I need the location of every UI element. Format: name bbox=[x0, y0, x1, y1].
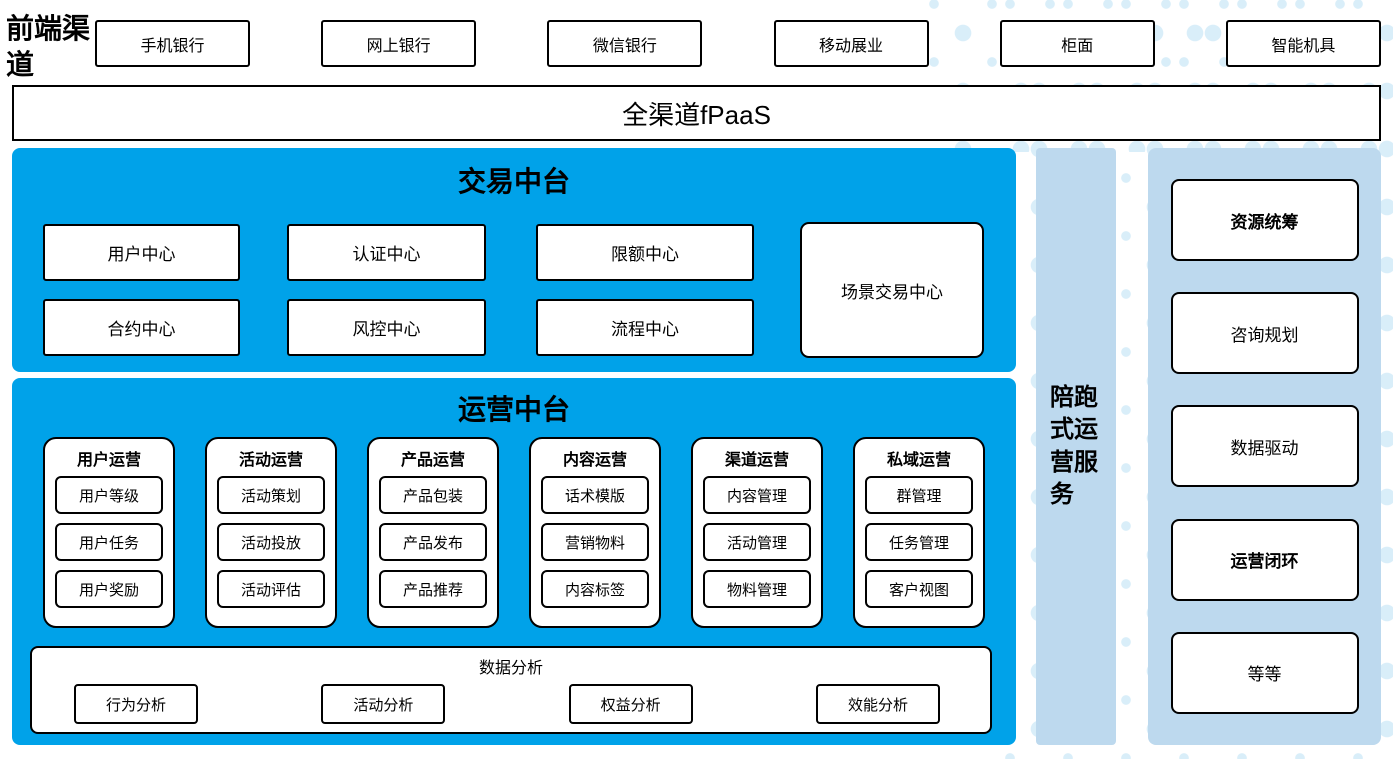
front-channels-row: 手机银行 网上银行 微信银行 移动展业 柜面 智能机具 bbox=[95, 20, 1381, 67]
op-column-header: 产品运营 bbox=[400, 452, 465, 469]
op-item-box: 物料管理 bbox=[703, 570, 811, 608]
op-item-box: 产品推荐 bbox=[379, 570, 487, 608]
channel-box-mobile-banking: 手机银行 bbox=[95, 20, 250, 67]
data-analysis-panel: 数据分析 行为分析 活动分析 权益分析 效能分析 bbox=[30, 646, 992, 734]
activity-analysis-box: 活动分析 bbox=[321, 684, 446, 724]
user-center-box: 用户中心 bbox=[43, 224, 240, 281]
op-item-box: 活动评估 bbox=[217, 570, 325, 608]
efficiency-analysis-box: 效能分析 bbox=[815, 684, 940, 724]
op-item-box: 内容管理 bbox=[703, 476, 811, 514]
op-column-header: 渠道运营 bbox=[724, 452, 789, 469]
transaction-platform-panel: 交易中台 用户中心 认证中心 限额中心 合约中心 风控中心 流程中心 场景交易中… bbox=[12, 148, 1016, 372]
limit-center-box: 限额中心 bbox=[536, 224, 754, 281]
channel-box-counter: 柜面 bbox=[999, 20, 1155, 67]
op-column-header: 内容运营 bbox=[562, 452, 627, 469]
op-item-box: 话术模版 bbox=[541, 476, 649, 514]
op-item-box: 内容标签 bbox=[541, 570, 649, 608]
op-item-box: 用户等级 bbox=[55, 476, 163, 514]
op-item-box: 活动管理 bbox=[703, 523, 811, 561]
op-column-channel: 渠道运营 内容管理 活动管理 物料管理 bbox=[691, 437, 823, 628]
companion-service-label: 陪跑式运营服务 bbox=[1050, 383, 1098, 508]
data-driven-box: 数据驱动 bbox=[1170, 405, 1359, 488]
fpaas-bar: 全渠道fPaaS bbox=[12, 85, 1381, 141]
consulting-planning-box: 咨询规划 bbox=[1170, 292, 1359, 375]
data-analysis-row: 行为分析 活动分析 权益分析 效能分析 bbox=[32, 678, 990, 724]
operation-platform-title: 运营中台 bbox=[457, 394, 570, 425]
op-item-box: 任务管理 bbox=[865, 523, 973, 561]
op-item-box: 产品发布 bbox=[379, 523, 487, 561]
op-column-user: 用户运营 用户等级 用户任务 用户奖励 bbox=[43, 437, 175, 628]
transaction-platform-title: 交易中台 bbox=[457, 166, 570, 197]
operation-loop-box: 运营闭环 bbox=[1170, 518, 1359, 601]
op-column-header: 活动运营 bbox=[238, 452, 303, 469]
op-column-private-domain: 私域运营 群管理 任务管理 客户视图 bbox=[853, 437, 985, 628]
op-item-box: 客户视图 bbox=[865, 570, 973, 608]
op-item-box: 活动策划 bbox=[217, 476, 325, 514]
op-column-header: 用户运营 bbox=[76, 452, 141, 469]
op-item-box: 活动投放 bbox=[217, 523, 325, 561]
op-column-content: 内容运营 话术模版 营销物料 内容标签 bbox=[529, 437, 661, 628]
behavior-analysis-box: 行为分析 bbox=[74, 684, 198, 724]
op-column-activity: 活动运营 活动策划 活动投放 活动评估 bbox=[205, 437, 337, 628]
channel-box-smart-devices: 智能机具 bbox=[1225, 20, 1381, 67]
channel-box-online-banking: 网上银行 bbox=[321, 20, 477, 67]
data-analysis-header: 数据分析 bbox=[478, 660, 543, 677]
right-service-panel: 资源统筹 咨询规划 数据驱动 运营闭环 等等 bbox=[1148, 148, 1381, 745]
op-item-box: 营销物料 bbox=[541, 523, 649, 561]
process-center-box: 流程中心 bbox=[536, 299, 754, 356]
op-item-box: 群管理 bbox=[865, 476, 973, 514]
companion-service-bar: 陪跑式运营服务 bbox=[1036, 148, 1116, 745]
channel-box-mobile-outreach: 移动展业 bbox=[773, 20, 929, 67]
rights-analysis-box: 权益分析 bbox=[568, 684, 693, 724]
front-channels-label: 前端渠道 bbox=[6, 14, 91, 81]
op-column-header: 私域运营 bbox=[886, 452, 951, 469]
risk-center-box: 风控中心 bbox=[287, 299, 486, 356]
channel-box-wechat-banking: 微信银行 bbox=[547, 20, 703, 67]
scene-transaction-center-box: 场景交易中心 bbox=[800, 222, 984, 358]
op-column-product: 产品运营 产品包装 产品发布 产品推荐 bbox=[367, 437, 499, 628]
op-item-box: 用户奖励 bbox=[55, 570, 163, 608]
op-item-box: 产品包装 bbox=[379, 476, 487, 514]
auth-center-box: 认证中心 bbox=[287, 224, 486, 281]
etc-box: 等等 bbox=[1170, 631, 1359, 714]
resource-coordination-box: 资源统筹 bbox=[1170, 179, 1359, 262]
op-item-box: 用户任务 bbox=[55, 523, 163, 561]
operation-platform-panel: 运营中台 用户运营 用户等级 用户任务 用户奖励 活动运营 活动策划 活动投放 … bbox=[12, 378, 1016, 745]
contract-center-box: 合约中心 bbox=[43, 299, 240, 356]
